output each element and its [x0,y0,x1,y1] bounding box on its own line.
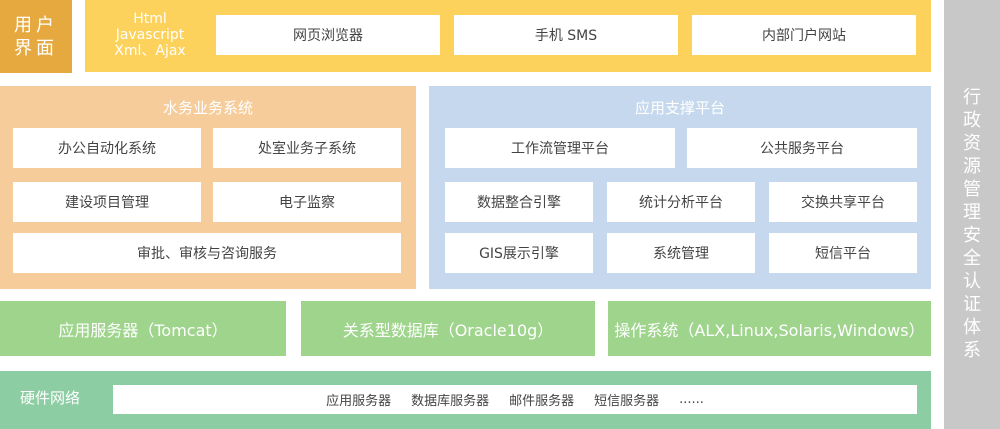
user-interface-label: 用户界面 [0,0,72,73]
client-web-browser: 网页浏览器 [216,15,440,55]
support-platform-title: 应用支撑平台 [634,98,725,117]
support-item-exchange-sharing: 交换共享平台 [769,182,917,222]
hardware-item-app-server: 应用服务器 [326,394,392,409]
tech-xml-ajax: Xml、Ajax [114,43,186,59]
water-item-approval-consulting: 审批、审核与咨询服务 [13,233,401,273]
app-server-tomcat: 应用服务器（Tomcat） [0,301,286,356]
client-mobile-sms: 手机 SMS [454,15,678,55]
hardware-item-mail-server: 邮件服务器 [509,394,575,409]
hardware-item-sms-server: 短信服务器 [594,394,660,409]
tech-html: Html [133,11,167,27]
tech-stack: Html Javascript Xml、Ajax [100,4,200,66]
water-item-electronic-supervision: 电子监察 [213,182,401,222]
hardware-network-label: 硬件网络 [20,388,81,407]
security-system-label: 行政资源管理安全认证体系 [963,87,981,361]
hardware-items: 应用服务器 数据库服务器 邮件服务器 短信服务器 ...... [113,385,917,414]
support-item-statistics: 统计分析平台 [607,182,755,222]
support-item-public-service: 公共服务平台 [687,128,917,168]
operating-system: 操作系统（ALX,Linux,Solaris,Windows） [608,301,931,356]
water-system-title: 水务业务系统 [162,98,253,117]
hardware-item-db-server: 数据库服务器 [411,394,490,409]
water-item-office-automation: 办公自动化系统 [13,128,201,168]
security-system-bar: 行政资源管理安全认证体系 [944,0,1000,429]
support-item-data-integration: 数据整合引擎 [445,182,593,222]
water-item-construction-project: 建设项目管理 [13,182,201,222]
support-item-gis-engine: GIS展示引擎 [445,233,593,273]
client-intranet-portal: 内部门户网站 [692,15,916,55]
support-item-sms-platform: 短信平台 [769,233,917,273]
tech-javascript: Javascript [115,27,185,43]
user-interface-label-text: 用户界面 [14,14,58,59]
support-item-workflow: 工作流管理平台 [445,128,675,168]
support-item-system-management: 系统管理 [607,233,755,273]
database-oracle: 关系型数据库（Oracle10g） [301,301,595,356]
hardware-item-more: ...... [679,392,704,407]
water-item-department-subsystem: 处室业务子系统 [213,128,401,168]
